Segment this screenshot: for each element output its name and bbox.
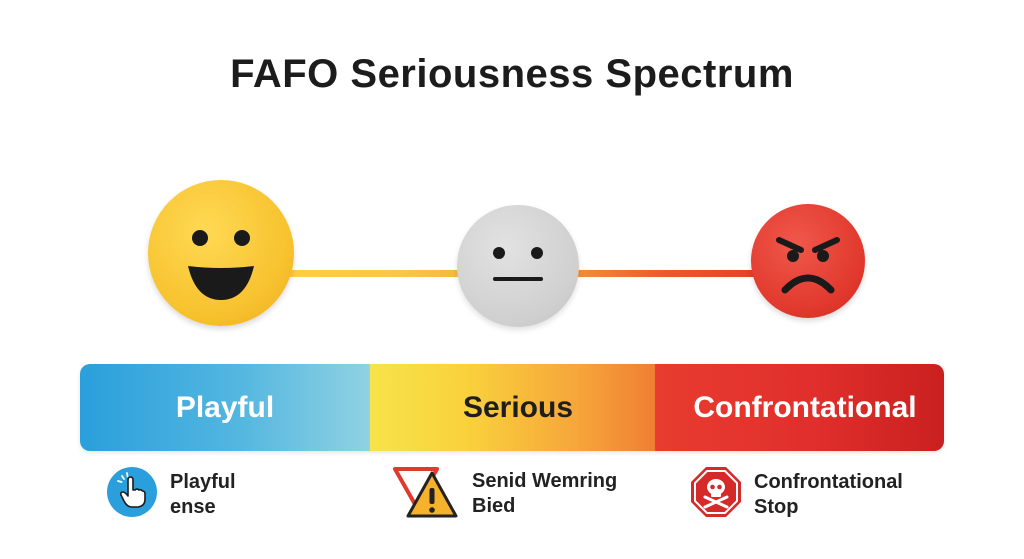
legend-item-playful: Playful ense (106, 466, 236, 523)
legend-item-confrontational: Confrontational Stop (690, 466, 903, 523)
legend-line1: Confrontational (754, 470, 903, 493)
page-title: FAFO Seriousness Spectrum (230, 52, 794, 96)
warning-sign-icon (392, 466, 460, 522)
legend-text-confrontational: Confrontational Stop (754, 470, 903, 520)
legend-text-serious: Senid Wemring Bied (472, 469, 617, 519)
spectrum-segment-confrontational: Confrontational (693, 390, 917, 424)
angry-face-icon (751, 204, 865, 318)
spectrum-segment-serious: Serious (462, 390, 574, 424)
legend-line1: Playful (170, 470, 236, 493)
legend-item-serious: Senid Wemring Bied (392, 466, 617, 522)
legend-text-playful: Playful ense (170, 470, 236, 520)
skull-stop-sign-icon (690, 466, 742, 523)
legend-line2: ense (170, 495, 216, 518)
legend-line2: Bied (472, 495, 516, 517)
happy-face-icon (148, 180, 294, 326)
spectrum-segment-playful: Playful (175, 390, 275, 424)
legend-line2: Stop (754, 495, 799, 518)
legend-line1: Senid Wemring (472, 470, 618, 492)
pointing-hand-icon (106, 466, 158, 523)
seriousness-spectrum-bar: Playful Serious Confrontational (80, 364, 944, 451)
neutral-face-icon (457, 205, 579, 327)
